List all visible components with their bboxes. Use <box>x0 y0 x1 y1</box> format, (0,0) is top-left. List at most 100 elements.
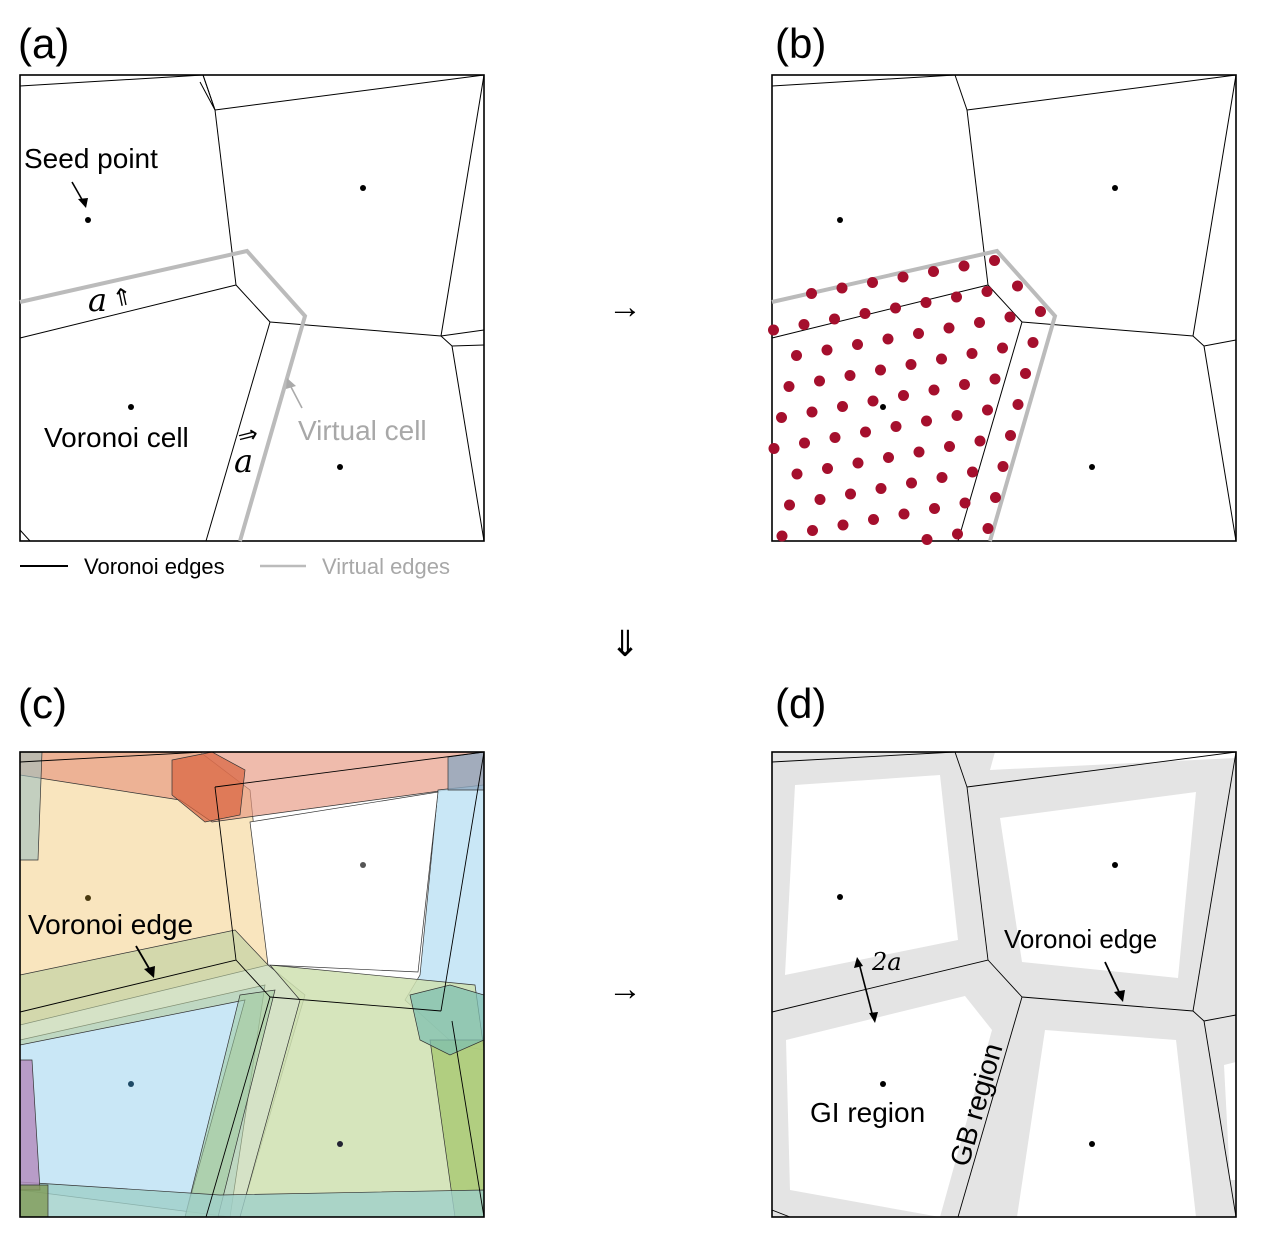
gi-region-topright <box>1000 792 1196 978</box>
lattice-point <box>921 534 933 545</box>
lattice-point <box>1020 368 1031 379</box>
gi-region-bottomleft <box>786 996 992 1217</box>
gi-region-label: GI region <box>810 1097 925 1128</box>
lattice-point <box>882 333 894 345</box>
seed-point <box>128 1081 134 1087</box>
lattice-point <box>791 468 803 480</box>
seed-point <box>1089 464 1095 470</box>
lattice-point <box>845 488 856 500</box>
panel-d-frame <box>771 751 1237 1218</box>
lattice-point <box>837 401 848 412</box>
lattice-point <box>974 317 985 328</box>
lattice-point <box>776 530 788 542</box>
lattice-point <box>784 499 795 511</box>
lattice-point <box>768 443 780 454</box>
lattice-point <box>959 497 971 509</box>
width-arrow-head-bottom <box>869 1012 878 1023</box>
lattice-point <box>936 353 947 365</box>
lattice-point <box>859 308 871 319</box>
panel-a-virtual-edge <box>19 248 308 542</box>
panel-a-voronoi-edges <box>19 74 485 542</box>
lattice-point <box>868 514 879 525</box>
voronoi-edge-label: Voronoi edge <box>1004 924 1157 954</box>
gi-region-right <box>1224 1062 1236 1180</box>
lattice-point <box>776 412 787 423</box>
lattice-point <box>768 324 779 336</box>
lattice-point <box>875 483 887 494</box>
lattice-point <box>1012 280 1023 292</box>
lattice-point <box>906 477 917 489</box>
gi-region-topleft <box>785 775 958 975</box>
lattice-point <box>898 390 909 401</box>
panel-label-b: (b) <box>775 20 826 67</box>
seed-point <box>1112 862 1118 868</box>
legend-virtual-edges: Virtual edges <box>322 554 450 579</box>
seed-point <box>85 895 91 901</box>
lattice-point <box>867 395 879 407</box>
lattice-point <box>958 260 970 272</box>
lattice-point <box>982 404 993 416</box>
lattice-point <box>959 379 970 390</box>
lattice-point <box>989 373 1001 385</box>
lattice-point <box>989 255 1000 266</box>
lattice-point <box>836 282 848 294</box>
voronoi-edge-arrow <box>135 945 151 971</box>
lattice-point <box>943 322 955 334</box>
panel-b-virtual-edge <box>771 248 1058 542</box>
lattice-point <box>990 492 1001 503</box>
lattice-point <box>852 339 863 350</box>
panel-c: Voronoi edge <box>19 751 485 1218</box>
panel-c-frame <box>19 751 485 1218</box>
lattice-point <box>852 457 864 469</box>
lattice-point <box>951 291 962 303</box>
panel-a: Seed point Voronoi cell Virtual cell a ⇑… <box>19 74 485 542</box>
lattice-point <box>920 297 932 308</box>
lattice-point <box>997 461 1009 472</box>
lattice-point <box>944 441 955 452</box>
seed-point <box>360 862 366 868</box>
voronoi-edge-arrow-head <box>144 966 155 978</box>
lattice-point <box>829 432 841 443</box>
two-a-label: 2a <box>871 948 902 976</box>
seed-point <box>880 1081 886 1087</box>
lattice-point <box>982 523 994 534</box>
seed-point <box>880 404 886 410</box>
arrow-down-icon: ⇓ <box>610 623 640 664</box>
seed-point <box>128 404 134 410</box>
panel-b-voronoi-edges <box>771 74 1237 542</box>
lattice-point <box>807 525 818 536</box>
white-cell <box>249 791 439 973</box>
virtual-cell-label: Virtual cell <box>298 415 427 446</box>
lattice-point <box>821 344 833 356</box>
lattice-point <box>822 463 833 474</box>
seed-point <box>337 464 343 470</box>
seed-point-label: Seed point <box>24 143 158 174</box>
seed-point <box>837 894 843 900</box>
lattice-point <box>967 466 978 478</box>
lattice-point <box>921 415 932 427</box>
width-arrow <box>858 962 874 1018</box>
seed-point <box>85 217 91 223</box>
lattice-point <box>798 319 810 330</box>
lattice-point <box>814 375 825 387</box>
lattice-point <box>897 271 909 283</box>
width-arrow-head-top <box>854 957 863 968</box>
virtual-cell-green-stripe <box>184 989 276 1217</box>
lattice-point <box>1005 430 1016 441</box>
lattice-point <box>974 435 986 447</box>
lattice-point <box>829 313 840 325</box>
virtual-cell-arrow <box>289 384 303 409</box>
lattice-point <box>890 302 901 314</box>
lattice-point <box>844 370 856 381</box>
lattice-point <box>890 421 902 432</box>
lattice-point <box>913 446 925 458</box>
lattice-point <box>898 508 910 520</box>
lattice-point <box>928 266 939 277</box>
panel-a-frame <box>19 74 485 542</box>
lattice-point <box>814 494 826 505</box>
virtual-cell-red <box>20 752 484 823</box>
lattice-point <box>799 437 810 449</box>
lattice-point <box>952 528 963 540</box>
lattice-point <box>1012 399 1024 410</box>
lattice-point <box>951 410 963 421</box>
